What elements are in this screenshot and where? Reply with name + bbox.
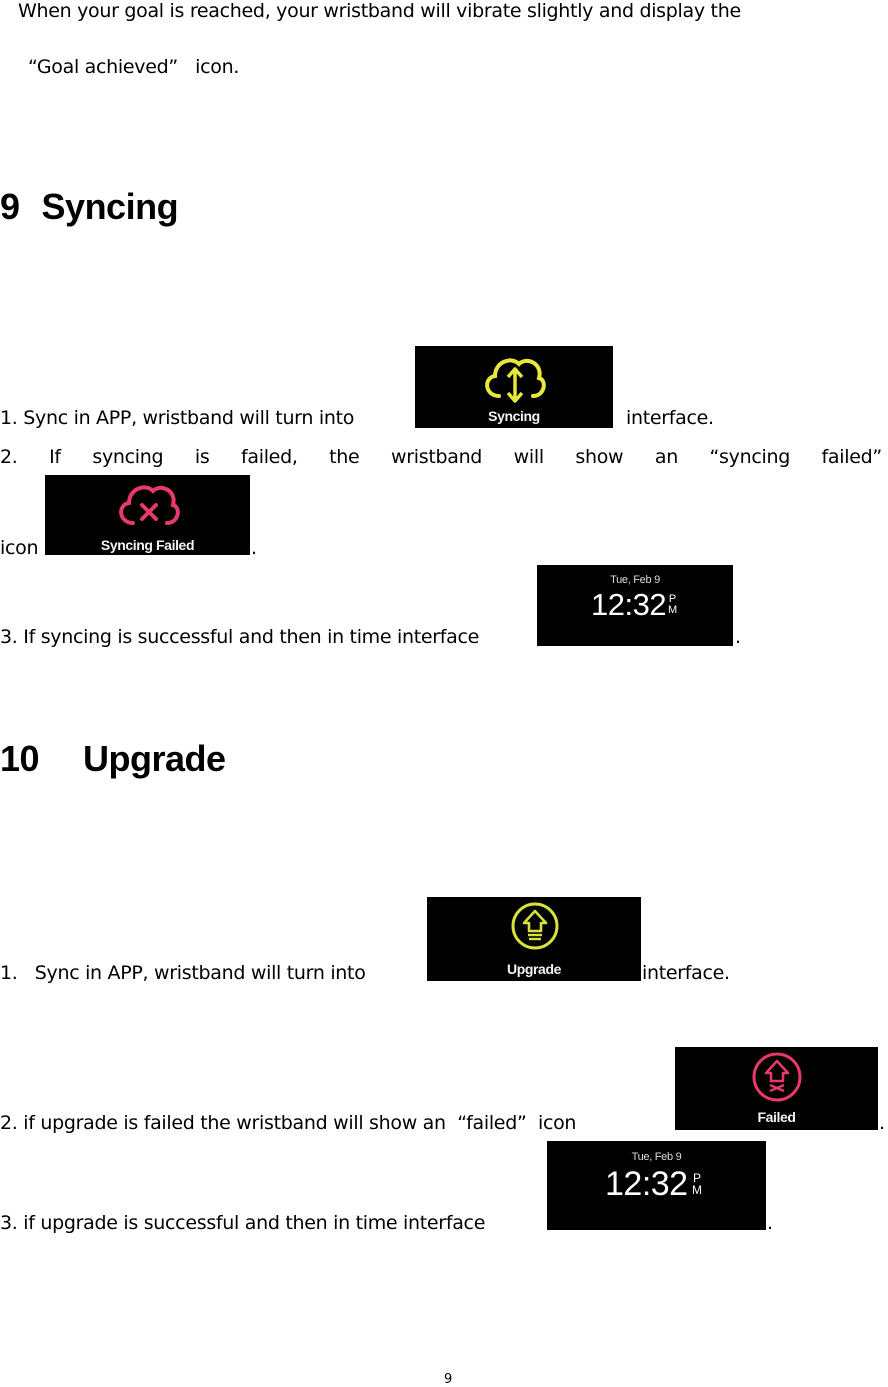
sync-step-1-suffix: interface. xyxy=(626,407,714,429)
sync-step-2-suffix: . xyxy=(251,537,257,559)
section-title: Upgrade xyxy=(83,738,226,779)
upgrade-screen-image: Upgrade xyxy=(427,897,641,981)
upgrade-step-3-suffix: . xyxy=(767,1212,773,1234)
upgrade-failed-screen-image: Failed xyxy=(675,1047,878,1130)
upgrade-arrow-icon xyxy=(511,902,559,950)
upgrade-failed-screen-label: Failed xyxy=(757,1109,796,1125)
upgrade-failed-icon xyxy=(752,1052,802,1102)
upgrade-step-2-suffix: . xyxy=(879,1112,885,1134)
section-heading-upgrade: 10 Upgrade xyxy=(0,738,226,780)
syncing-failed-screen-image: Syncing Failed xyxy=(45,475,250,555)
time-screen-image: Tue, Feb 9 12:32 P M xyxy=(537,565,733,646)
time-screen-date: Tue, Feb 9 xyxy=(631,1151,682,1163)
time-screen-date: Tue, Feb 9 xyxy=(610,574,660,586)
cloud-sync-icon xyxy=(485,358,546,403)
syncing-screen-image: Syncing xyxy=(415,346,613,428)
time-screen-clock: 12:32 xyxy=(605,1165,688,1203)
time-screen-ampm: P M xyxy=(692,1171,702,1197)
sync-step-3-suffix: . xyxy=(735,626,741,648)
upgrade-step-1-suffix: interface. xyxy=(642,962,730,984)
upgrade-step-1-text: 1. Sync in APP, wristband will turn into xyxy=(0,962,366,984)
section-title: Syncing xyxy=(41,186,179,227)
upgrade-step-3-text: 3. if upgrade is successful and then in … xyxy=(0,1212,486,1234)
section-number: 9 xyxy=(0,186,20,227)
page-number: 9 xyxy=(444,1372,453,1387)
section-heading-syncing: 9 Syncing xyxy=(0,186,179,228)
upgrade-step-2-text: 2. if upgrade is failed the wristband wi… xyxy=(0,1112,577,1134)
time-screen-clock: 12:32 xyxy=(591,587,667,622)
sync-step-2-text: 2. If syncing is failed, the wristband w… xyxy=(0,446,882,468)
intro-line-1: When your goal is reached, your wristban… xyxy=(18,0,741,22)
sync-step-2-prefix: icon xyxy=(0,537,39,559)
upgrade-screen-label: Upgrade xyxy=(507,961,561,977)
syncing-failed-screen-label: Syncing Failed xyxy=(100,537,195,553)
sync-step-3-text: 3. If syncing is successful and then in … xyxy=(0,626,480,648)
syncing-screen-label: Syncing xyxy=(488,408,540,424)
section-number: 10 xyxy=(0,738,40,779)
cloud-x-icon xyxy=(119,485,180,525)
time-screen-ampm: P M xyxy=(668,593,678,616)
sync-step-1-text: 1. Sync in APP, wristband will turn into xyxy=(0,407,355,429)
upgrade-time-screen-image: Tue, Feb 9 12:32 P M xyxy=(547,1141,766,1230)
intro-line-2: “Goal achieved” icon. xyxy=(28,56,240,78)
